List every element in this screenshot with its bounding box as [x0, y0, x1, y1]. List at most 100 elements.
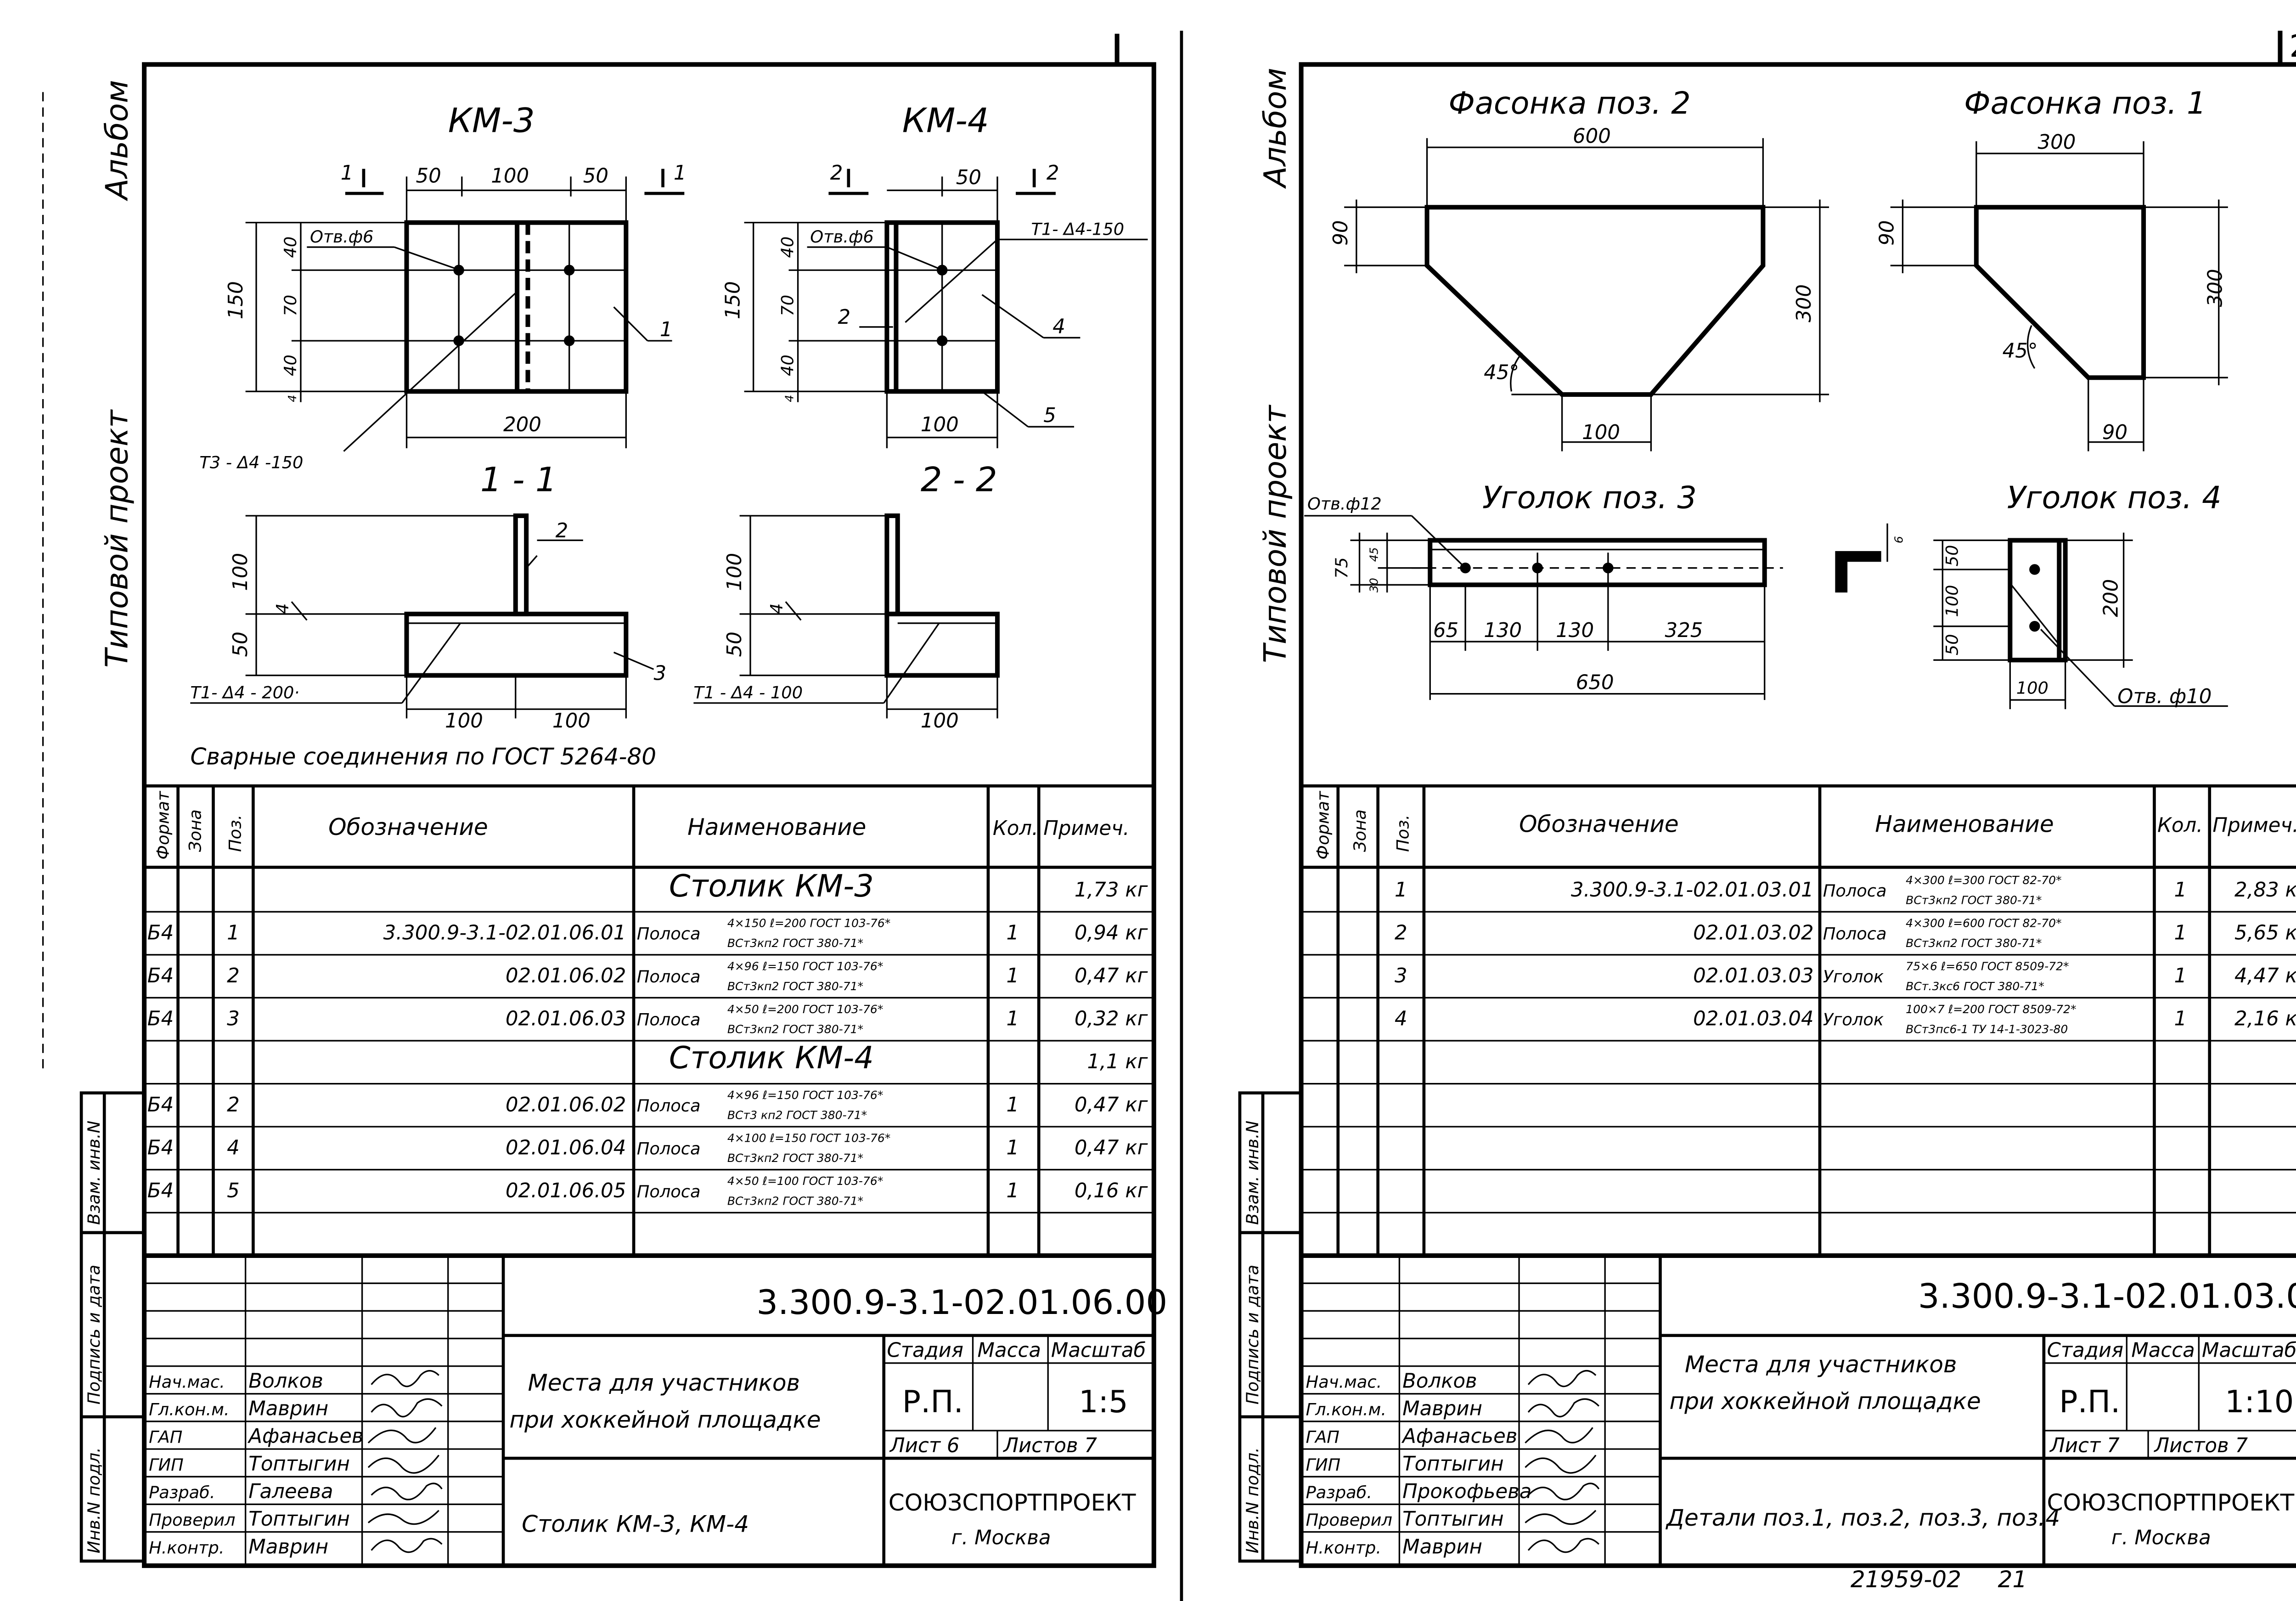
spec-kind-cell: Полоса [637, 924, 701, 943]
right-sheet-number: Лист 7 [2049, 1434, 2120, 1457]
right-album-side-label: Альбом [1257, 68, 1293, 189]
left-signatures [367, 1370, 443, 1553]
spec-pos-cell: 5 [227, 1179, 240, 1202]
s22-dim-100: 100 [921, 710, 959, 733]
spec-grade-cell: ВСт3кп2 ГОСТ 380-71* [727, 1151, 863, 1165]
spec-pos-cell: 4 [1395, 1008, 1407, 1031]
s11-dim-100-right: 100 [552, 710, 591, 733]
stamp-replace-inv: Взам. инв.N [84, 1121, 104, 1225]
right-scale: 1:10 [2225, 1384, 2294, 1420]
km3-section-mark-right: 1 [674, 162, 687, 185]
left-frame [142, 62, 1156, 1568]
left-stage-header: Стадия [887, 1339, 963, 1362]
angle3-dim-130-b: 130 [1556, 619, 1594, 642]
left-org: СОЮЗСПОРТПРОЕКТ [889, 1489, 1136, 1516]
signer-name: Топтыгин [248, 1453, 350, 1476]
spec-note-cell: 0,94 кг [1075, 921, 1148, 944]
spec-note-cell: 0,32 кг [1075, 1008, 1148, 1031]
left-doc-code: 3.300.9-3.1-02.01.06.00 [756, 1283, 1167, 1322]
right-sheet: 20 Альбом Типовой проект Инв.N подл. Под… [1238, 28, 2296, 1593]
left-project-name-2: при хоккейной площадке [509, 1406, 821, 1433]
spec-qty-cell: 1 [1007, 921, 1019, 944]
left-spec-h-format: Формат [153, 790, 173, 860]
s11-vertical-strip [513, 513, 529, 616]
signer-role: Проверил [149, 1510, 235, 1530]
spec-qty-cell: 1 [2174, 879, 2187, 902]
km3-dim-200: 200 [503, 413, 541, 436]
angle3-dim-45: 45 [1367, 547, 1381, 562]
spec-kind-cell: Полоса [637, 1139, 701, 1158]
spec-kind-cell: Полоса [637, 1096, 701, 1116]
signer-role: ГИП [1306, 1455, 1341, 1475]
s11-dim-100: 100 [229, 553, 252, 591]
signer-name: Волков [248, 1370, 323, 1392]
signer-name: Афанасьев [1401, 1425, 1517, 1448]
signer-name: Топтыгин [248, 1508, 350, 1531]
signer-role: ГАП [149, 1427, 182, 1447]
spec-qty-cell: 1 [2174, 1008, 2187, 1031]
spec-pos-cell: 2 [227, 1094, 240, 1116]
angle3-cross-section [1835, 551, 1881, 593]
signer-name: Маврин [1402, 1398, 1482, 1421]
signer-role: ГАП [1306, 1427, 1339, 1447]
km4-plan-view: КМ-4 50 2 2 150 40 70 40 [722, 101, 1148, 448]
km3-dim-50-left: 50 [416, 165, 441, 188]
s22-weld-callout: Т1 - Δ4 - 100 [693, 683, 803, 703]
right-spec-table: Формат Зона Поз. Обозначение Наименовани… [1301, 784, 2296, 1256]
angle4-title: Уголок поз. 4 [2007, 479, 2222, 515]
spec-grade-cell: ВСт3пс6-1 ТУ 14-1-3023-80 [1906, 1022, 2068, 1036]
spec-designation-cell: 02.01.03.04 [1693, 1008, 1813, 1031]
gusset2-title: Фасонка поз. 2 [1448, 85, 1690, 121]
right-project-side-label: Типовой проект [1257, 405, 1293, 663]
signer-role: Н.контр. [149, 1538, 224, 1557]
s11-pos-2: 2 [556, 519, 568, 542]
right-stamp-replace-inv: Взам. инв.N [1243, 1121, 1262, 1225]
section-2-2-title: 2 - 2 [921, 461, 997, 500]
spec-format-cell: Б4 [147, 1008, 174, 1031]
spec-standard-cell: 4×96 ℓ=150 ГОСТ 103-76* [727, 959, 883, 973]
spec-kind-cell: Полоса [1823, 881, 1887, 901]
km4-dim-40-top: 40 [778, 237, 798, 258]
angle4-profile [2008, 538, 2068, 663]
signer-name: Топтыгин [1402, 1453, 1504, 1476]
angle3-profile [1428, 538, 1767, 587]
s11-weld-callout: Т1- Δ4 - 200· [190, 683, 299, 703]
spec-designation-cell: 02.01.06.04 [506, 1136, 626, 1159]
spec-designation-cell: 02.01.03.03 [1693, 964, 1813, 987]
spec-grade-cell: ВСт3кп2 ГОСТ 380-71* [1906, 936, 2042, 950]
km4-pos-4: 4 [1052, 315, 1065, 338]
spec-group-title: Столик КМ-3 [669, 868, 874, 904]
gusset1-plate [1974, 205, 2146, 380]
left-scale-header: Масштаб [1051, 1339, 1146, 1362]
km3-dim-4: 4 [286, 395, 299, 402]
gusset2-dim-90: 90 [1329, 220, 1352, 245]
gusset1-angle-45: 45° [2003, 340, 2038, 363]
s22-dim-4: 4 [767, 603, 787, 614]
left-stamp-column: Инв.N подл. Подпись и дата Взам. инв.N [79, 1091, 146, 1563]
right-spec-h-designation: Обозначение [1519, 811, 1679, 838]
left-scale: 1:5 [1079, 1384, 1128, 1420]
right-spec-h-name: Наименование [1875, 811, 2054, 838]
gusset1-dim-300-vertical: 300 [2204, 269, 2227, 307]
left-spec-row-lines [144, 911, 1154, 1214]
left-signature-row-lines [144, 1282, 504, 1533]
spec-qty-cell: 1 [1007, 1136, 1019, 1159]
km4-dim-150: 150 [722, 281, 745, 319]
right-stage: Р.П. [2059, 1384, 2120, 1420]
right-spec-h-note: Примеч. [2212, 814, 2296, 837]
angle3-dim-30: 30 [1367, 578, 1381, 592]
spec-qty-cell: 1 [1007, 1179, 1019, 1202]
right-stamp-column: Инв.N подл. Подпись и дата Взам. инв.N [1238, 1091, 1303, 1563]
km4-dim-40-bottom: 40 [778, 355, 798, 376]
s22-base-strip [884, 611, 1000, 678]
spec-pos-cell: 2 [1395, 921, 1407, 944]
right-frame [1299, 62, 2296, 1568]
angle-pos3-view: Уголок поз. 3 75 30 45 Отв.ф12 [1304, 479, 1905, 700]
left-spec-table: Формат Зона Поз. Обозначение Наименовани… [144, 784, 1154, 1256]
gusset1-title: Фасонка поз. 1 [1964, 85, 2206, 121]
gusset2-dim-300: 300 [1793, 284, 1816, 322]
spec-kind-cell: Уголок [1823, 967, 1884, 987]
